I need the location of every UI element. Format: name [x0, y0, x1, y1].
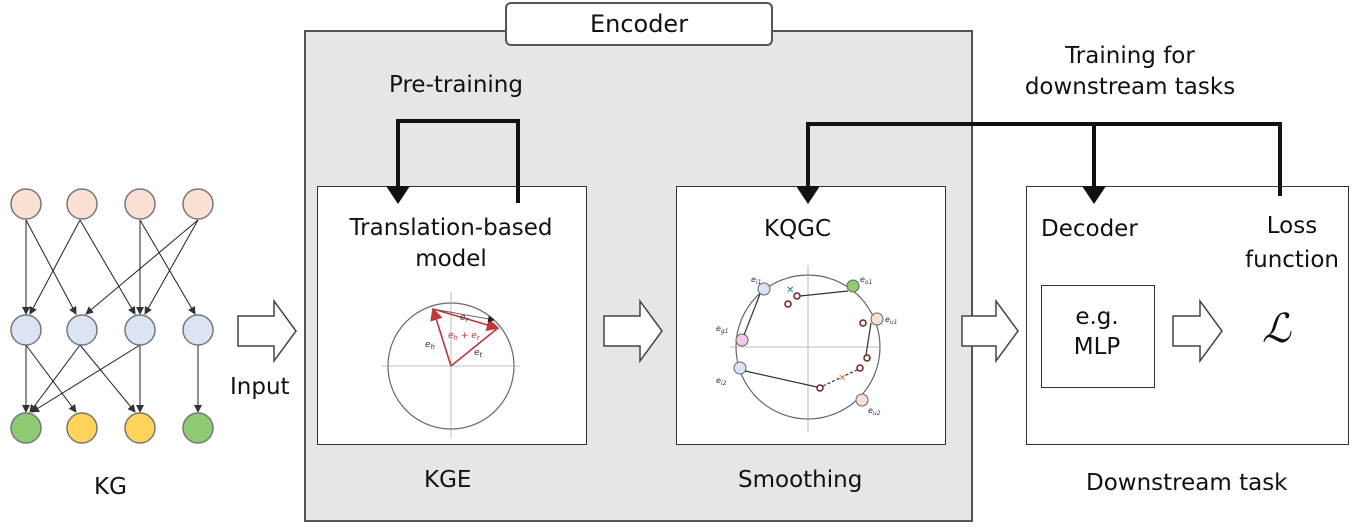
training-label: Training for downstream tasks	[990, 41, 1270, 103]
loss-symbol: ℒ	[1262, 306, 1291, 352]
kqgc-title: KQGC	[764, 216, 832, 242]
kg-node	[10, 412, 42, 444]
kqgc-box	[676, 186, 946, 445]
kg-edges	[22, 219, 202, 413]
kg-node	[124, 188, 156, 220]
svg-text:✕: ✕	[838, 373, 846, 384]
mlp-label-line2: MLP	[1073, 334, 1121, 360]
input-arrow	[237, 298, 297, 364]
kge-title: Translation-based model	[318, 213, 584, 275]
kg-node	[66, 412, 98, 444]
kge-caption: KGE	[424, 467, 472, 493]
kg-node	[10, 314, 42, 346]
kg-node	[124, 314, 156, 346]
loss-function-label: Loss function	[1240, 209, 1344, 277]
kge-box	[317, 186, 587, 445]
kg-node	[182, 314, 214, 346]
mlp-label-line1: e.g.	[1075, 304, 1119, 330]
loss-label-line2: function	[1245, 247, 1339, 273]
svg-text:et: et	[474, 348, 483, 359]
input-label: Input	[230, 374, 290, 400]
kge-title-line1: Translation-based	[349, 215, 553, 241]
kqgc-figure: ✕ ✕ ei1 eo1 eg1 eu1 ei2 eu2	[716, 265, 898, 432]
kg-node	[182, 188, 214, 220]
mlp-label: e.g. MLP	[1042, 302, 1152, 362]
mlp-box	[1041, 285, 1155, 388]
svg-text:eh + er: eh + er	[448, 331, 481, 342]
encoder-title: Encoder	[505, 2, 773, 46]
svg-text:er: er	[460, 313, 470, 324]
kge-title-line2: model	[415, 246, 487, 272]
svg-text:✕: ✕	[786, 285, 794, 296]
training-label-line2: downstream tasks	[1024, 74, 1236, 100]
kg-node	[182, 412, 214, 444]
kg-label: KG	[94, 474, 127, 500]
svg-text:eh: eh	[425, 340, 435, 351]
svg-text:eu1: eu1	[885, 315, 898, 326]
smoothing-to-downstream-arrow	[961, 298, 1019, 364]
kg-node	[10, 188, 42, 220]
kg-node	[66, 314, 98, 346]
kg-node	[124, 412, 156, 444]
kg-node	[66, 188, 98, 220]
hollow-arrows	[237, 298, 1223, 364]
svg-text:ei2: ei2	[716, 376, 727, 387]
training-arrows	[806, 122, 1282, 196]
pretraining-arrow	[396, 119, 520, 203]
kge-figure: er eh + er eh et	[382, 292, 520, 438]
kge-to-smoothing-arrow	[603, 298, 663, 364]
svg-text:eo1: eo1	[860, 275, 872, 286]
svg-text:eg1: eg1	[716, 324, 729, 335]
downstream-caption: Downstream task	[1086, 470, 1288, 496]
pretraining-label: Pre-training	[389, 72, 523, 98]
decoder-label: Decoder	[1041, 216, 1138, 242]
kg-nodes	[10, 188, 214, 444]
svg-text:eu2: eu2	[868, 406, 881, 417]
training-label-line1: Training for	[1065, 43, 1195, 69]
loss-label-line1: Loss	[1266, 213, 1318, 239]
svg-text:ei1: ei1	[751, 275, 761, 286]
smoothing-caption: Smoothing	[738, 467, 863, 493]
mlp-to-loss-arrow	[1172, 298, 1223, 364]
